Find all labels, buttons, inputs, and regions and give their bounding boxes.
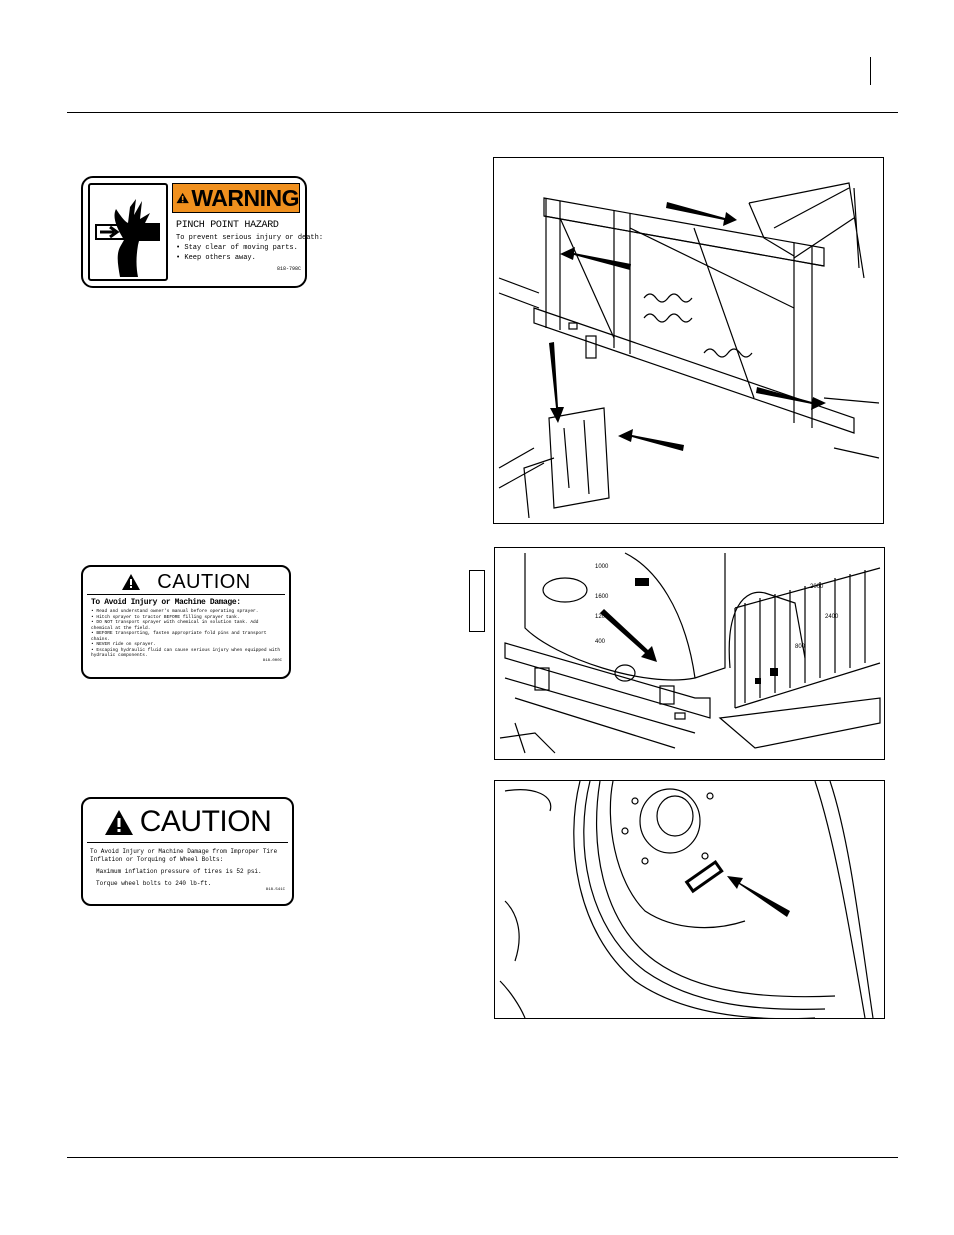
caution-tire-line: Torque wheel bolts to 240 lb-ft. (96, 880, 212, 887)
alert-triangle-icon (104, 809, 133, 835)
caution-general-bullet: • BEFORE transporting, fasten appropriat… (91, 631, 267, 642)
alert-triangle-icon (176, 192, 189, 204)
tank-mark: 1600 (595, 594, 609, 600)
warning-bullet: • Keep others away. (176, 254, 256, 262)
tank-mark: 2000 (810, 584, 824, 590)
caution-general-bullet: • Escaping hydraulic fluid can cause ser… (91, 647, 281, 659)
warning-bullet: • Stay clear of moving parts. (176, 244, 298, 252)
caution-general-bullet: • Hitch sprayer to tractor BEFORE fillin… (91, 614, 240, 620)
caution-general-bullet: • Read and understand owner's manual bef… (91, 609, 259, 614)
caution-tire-line: Maximum inflation pressure of tires is 5… (96, 868, 262, 875)
caution-tire-heading: To Avoid Injury or Machine Damage from I… (90, 848, 278, 863)
caution-tire-decal: CAUTION To Avoid Injury or Machine Damag… (81, 797, 294, 906)
tire-decal-mark (684, 859, 724, 894)
warning-header: WARNING (172, 183, 300, 213)
tank-figure: 1000 2000 2400 1600 1200 800 400 (494, 547, 885, 760)
alert-triangle-icon (122, 574, 141, 590)
warning-signal-word: WARNING (191, 184, 299, 211)
tank-mark: 1000 (595, 564, 609, 570)
pinch-hand-icon (88, 183, 168, 281)
caution-general-decal: CAUTION To Avoid Injury or Machine Damag… (81, 565, 291, 679)
caution-tire-header: CAUTION (87, 802, 288, 843)
caution-tire-signal-word: CAUTION (139, 805, 272, 838)
warning-part-no: 818-798C (276, 266, 301, 272)
caution-general-part-no: 818-000C (262, 658, 282, 663)
wheel-hub-illustration-icon (499, 781, 874, 1018)
sprayer-tank-illustration-icon: 1000 2000 2400 1600 1200 800 400 (499, 552, 881, 754)
tank-mark: 800 (795, 644, 806, 650)
caution-general-heading: To Avoid Injury or Machine Damage: (91, 598, 241, 607)
boom-figure (493, 157, 884, 524)
caution-general-bullet: • NEVER ride on sprayer. (91, 642, 156, 647)
warning-body: PINCH POINT HAZARD To prevent serious in… (176, 220, 324, 272)
caution-tire-body: To Avoid Injury or Machine Damage from I… (83, 843, 292, 892)
header-tick (870, 57, 871, 85)
warning-hazard: PINCH POINT HAZARD (176, 220, 279, 231)
caution-general-bullet: • DO NOT transport sprayer with chemical… (91, 620, 259, 631)
tank-mark: 400 (595, 639, 606, 645)
warning-intro: To prevent serious injury or death: (176, 234, 324, 242)
caution-tire-part-no: 818-541C (265, 888, 285, 892)
tank-left-strap (469, 570, 485, 632)
caution-general-header: CAUTION (87, 570, 285, 595)
tank-mark: 2400 (825, 614, 839, 620)
caution-general-body: To Avoid Injury or Machine Damage: • Rea… (83, 595, 289, 663)
warning-decal: WARNING PINCH POINT HAZARD To prevent se… (81, 176, 324, 288)
caution-general-signal-word: CAUTION (157, 570, 251, 593)
header-rule (67, 112, 898, 113)
boom-frame-illustration-icon (498, 182, 880, 519)
tank-mark: 1200 (595, 614, 609, 620)
wheel-figure (494, 780, 885, 1019)
caution-general-list: • Read and understand owner's manual bef… (91, 609, 282, 659)
footer-rule (67, 1157, 898, 1158)
